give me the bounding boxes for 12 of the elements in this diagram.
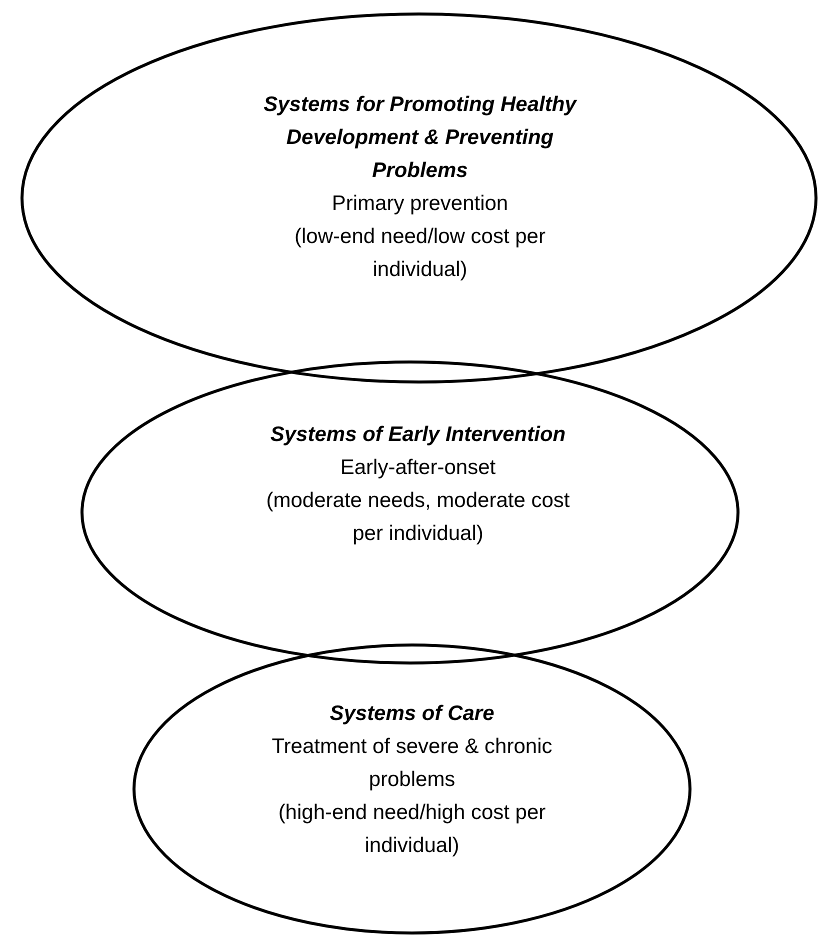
ellipse-shape xyxy=(80,360,740,664)
description: Primary prevention xyxy=(330,191,510,217)
heading: Systems of Care xyxy=(328,701,496,727)
description: (moderate needs, moderate cost per individual) xyxy=(265,488,571,547)
description: (high-end need/high cost per individual) xyxy=(277,800,547,859)
heading: Systems for Promoting Healthy Development & Preventing Problems xyxy=(262,92,578,184)
description: Early-after-onset xyxy=(339,455,497,481)
heading: Systems of Early Intervention xyxy=(269,422,567,448)
ellipse-shape xyxy=(20,12,818,384)
ellipse-shape xyxy=(132,644,692,934)
description: (low-end need/low cost per individual) xyxy=(294,224,546,283)
description: Treatment of severe & chronic problems xyxy=(270,734,554,793)
